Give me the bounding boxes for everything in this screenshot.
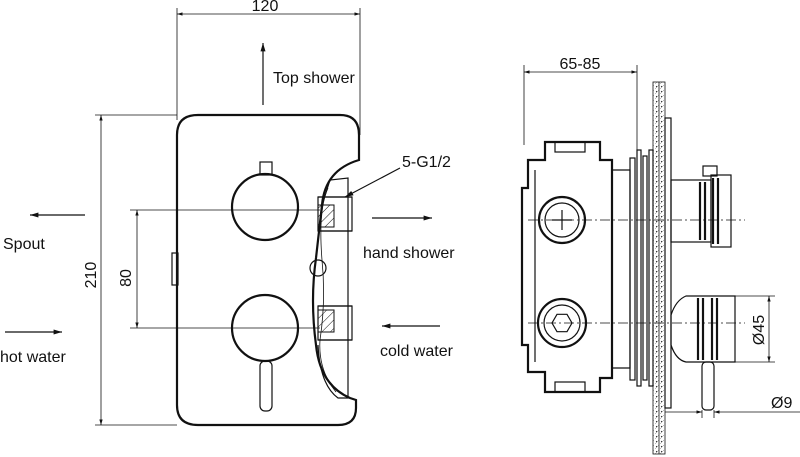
mounting-flanges bbox=[629, 117, 672, 409]
knob-diameter-dimension: Ø45 bbox=[735, 295, 775, 363]
knob-dia-label: Ø45 bbox=[751, 315, 768, 345]
pin-diameter-dimension: Ø9 bbox=[665, 395, 800, 418]
box-tab-top bbox=[554, 141, 586, 153]
port-spec-leader bbox=[344, 167, 401, 198]
upper-handle-lever bbox=[259, 161, 273, 176]
top-shower-label: Top shower bbox=[273, 70, 355, 87]
hand-shower-label: hand shower bbox=[363, 245, 455, 262]
cold-water-label: cold water bbox=[380, 343, 454, 360]
height-dimension: 210 bbox=[83, 114, 177, 426]
lower-knob bbox=[670, 295, 736, 411]
side-view: 65-85 bbox=[520, 56, 800, 455]
spacing-dimension: 80 bbox=[118, 209, 320, 329]
body-boss bbox=[309, 259, 327, 277]
height-dim-label: 210 bbox=[83, 262, 100, 289]
box-tab-bottom bbox=[554, 381, 586, 393]
spout-label: Spout bbox=[3, 236, 45, 253]
depth-dimension: 65-85 bbox=[523, 56, 638, 150]
valve-body bbox=[317, 177, 349, 399]
width-dim-label: 120 bbox=[252, 0, 279, 15]
upper-knob bbox=[670, 165, 732, 248]
lower-handle-lever bbox=[259, 360, 273, 412]
hot-water-label: hot water bbox=[0, 349, 66, 366]
spacing-dim-label: 80 bbox=[118, 269, 135, 287]
valve-box bbox=[520, 140, 614, 394]
width-dimension: 120 bbox=[176, 0, 361, 135]
faceplate bbox=[175, 113, 361, 427]
lower-port bbox=[317, 305, 353, 341]
pin-dia-label: Ø9 bbox=[771, 395, 792, 412]
port-spec-label: 5-G1/2 bbox=[402, 154, 451, 171]
faceplate-slot bbox=[171, 252, 179, 286]
front-view: 120 Top shower 210 80 Spout hot water bbox=[0, 0, 455, 427]
upper-handle bbox=[230, 172, 300, 242]
top-shower-outlet: Top shower bbox=[260, 43, 355, 105]
upper-port bbox=[317, 196, 353, 232]
depth-dim-label: 65-85 bbox=[560, 56, 601, 73]
